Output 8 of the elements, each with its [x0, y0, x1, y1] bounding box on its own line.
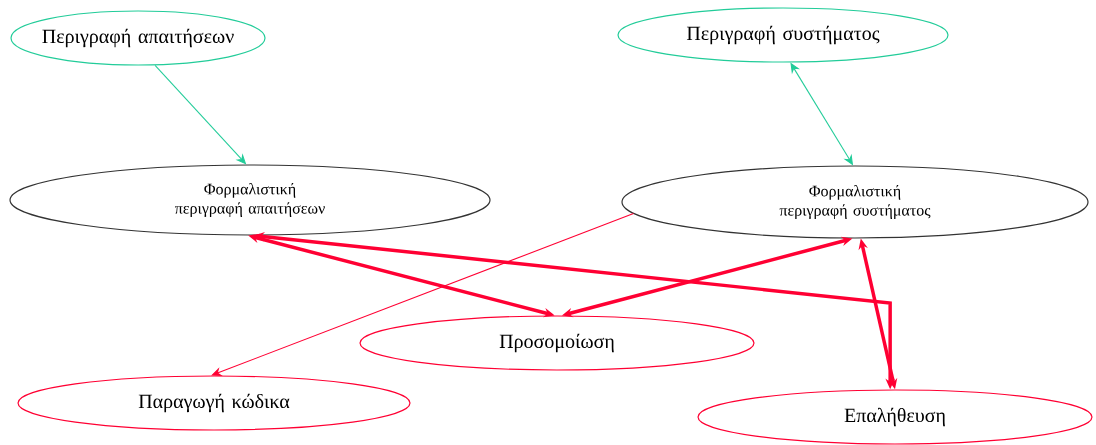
ellipse-node: Παραγωγή κώδικα — [17, 375, 411, 431]
ellipse-node: Φορμαλιστική περιγραφή συστήματος — [621, 165, 1089, 239]
ellipse-node: Προσομοίωση — [359, 315, 755, 371]
ellipse-node: Φορμαλιστική περιγραφή απαιτήσεων — [9, 164, 491, 236]
ellipse-node: Περιγραφή συστήματος — [617, 7, 949, 63]
ellipse-node: Περιγραφή απαιτήσεων — [10, 10, 266, 66]
arrow — [211, 213, 634, 376]
ellipse-node: Επαλήθευση — [697, 389, 1093, 445]
